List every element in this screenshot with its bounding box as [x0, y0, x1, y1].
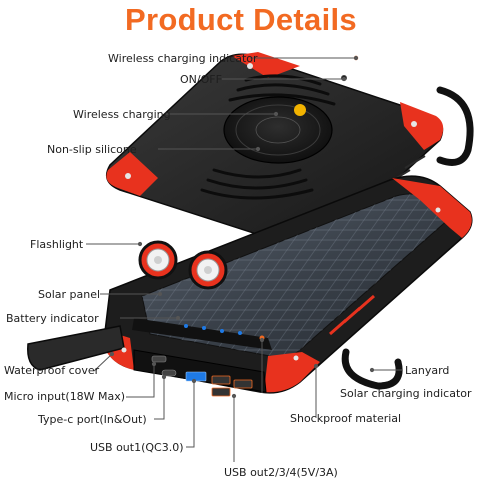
callout-lines	[86, 55, 402, 462]
label-wireless-charging: Wireless charging	[73, 108, 171, 121]
label-usb-out1: USB out1(QC3.0)	[90, 441, 184, 454]
label-flashlight: Flashlight	[30, 238, 84, 251]
right-corner-red	[400, 102, 444, 150]
label-micro-input: Micro input(18W Max)	[4, 390, 126, 403]
power-bank-bottom-unit	[27, 175, 473, 397]
wireless-charging-logo-icon	[294, 104, 306, 116]
label-lanyard: Lanyard	[405, 364, 450, 377]
label-usb-out2: USB out2/3/4(5V/3A)	[224, 466, 338, 479]
page-title: Product Details	[125, 2, 357, 37]
bumper-top-right	[392, 178, 472, 238]
label-wireless-charging-indicator: Wireless charging indicator	[108, 52, 258, 65]
micro-usb-port-icon[interactable]	[151, 355, 167, 363]
led-indicator-icon	[184, 324, 242, 335]
bumper-bottom	[264, 352, 320, 393]
usb-out4-port-icon[interactable]	[211, 387, 231, 397]
usb-out2-port-icon[interactable]	[211, 375, 231, 385]
label-type-c-port: Type-c port(In&Out)	[38, 413, 147, 426]
shockproof-ridges	[329, 294, 375, 336]
wireless-charging-pad	[223, 96, 333, 164]
label-shockproof-material: Shockproof material	[290, 412, 402, 425]
lanyard-top	[436, 86, 474, 166]
label-non-slip-silicone: Non-slip silicone	[47, 143, 137, 156]
lanyard-bottom	[341, 348, 403, 390]
waterproof-cover[interactable]	[27, 325, 125, 371]
flashlight-lens-icon	[138, 240, 228, 290]
screws-bottom	[121, 207, 441, 361]
battery-indicator-strip	[132, 318, 272, 350]
wave-grooves-top	[228, 74, 336, 106]
top-corner-red	[232, 52, 300, 78]
label-waterproof-cover: Waterproof cover	[4, 364, 100, 377]
wireless-coil-icon	[235, 104, 321, 156]
port-panel	[133, 349, 267, 393]
label-on-off: ON/OFF	[180, 73, 222, 86]
usb-out3-port-icon[interactable]	[233, 379, 253, 389]
usb-port-icon[interactable]	[185, 371, 207, 382]
left-corner-red	[106, 152, 158, 196]
label-solar-charging-indicator: Solar charging indicator	[340, 387, 472, 400]
type-c-port-icon[interactable]	[161, 369, 177, 377]
wave-grooves-bottom	[200, 168, 314, 200]
label-solar-panel: Solar panel	[38, 288, 101, 301]
label-battery-indicator: Battery indicator	[6, 312, 99, 325]
